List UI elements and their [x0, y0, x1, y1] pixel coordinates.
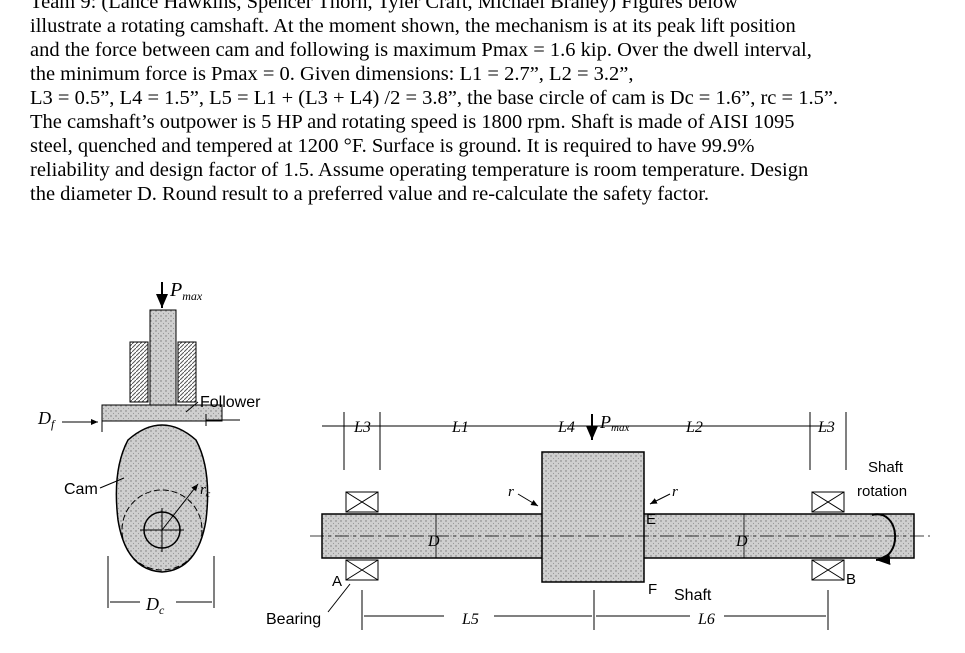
cam-base-circle	[121, 489, 203, 571]
text-line-1: Team 9: (Lance Hawkins, Spencer Thorn, T…	[30, 0, 738, 13]
cam-label: Cam	[64, 481, 98, 498]
text-line-3: and the force between cam and following …	[30, 39, 812, 61]
r-left-label: r	[508, 484, 514, 500]
df-label: Df	[37, 408, 56, 431]
rotation-arrow	[871, 513, 897, 565]
text-line-7: steel, quenched and tempered at 1200 °F.…	[30, 135, 755, 157]
text-line-5: L3 = 0.5”, L4 = 1.5”, L5 = L1 + (L3 + L4…	[30, 87, 839, 109]
text-line-6: The camshaft’s outpower is 5 HP and rota…	[30, 111, 795, 133]
cam-follower-drawing: Pmax Follower Df rc Cam Dc	[37, 279, 261, 617]
shaft-rotation-label-1: Shaft	[868, 459, 904, 476]
l4-label: L4	[557, 419, 575, 436]
text-line-2: illustrate a rotating camshaft. At the m…	[30, 15, 796, 37]
cam-body	[115, 424, 209, 573]
bearing-b	[811, 491, 845, 581]
pmax-label-left: Pmax	[169, 279, 203, 303]
bearing-label: Bearing	[266, 611, 321, 628]
l3-right-label: L3	[817, 419, 835, 436]
guide-right	[177, 341, 197, 403]
l5-label: L5	[461, 611, 479, 628]
follower-label: Follower	[200, 394, 261, 411]
l1-label: L1	[451, 419, 469, 436]
b-label: B	[846, 571, 856, 588]
pmax-label-right: Pmax	[599, 412, 629, 434]
l2-label: L2	[685, 419, 703, 436]
cam-section	[541, 451, 645, 583]
d-right-label: D	[735, 533, 748, 550]
shaft-drawing: L3 L1 L4 L2 L3 Pmax Shaft rotation	[266, 412, 930, 630]
r-right-label: r	[672, 484, 678, 500]
shaft-label: Shaft	[674, 587, 712, 604]
text-line-4: the minimum force is Pmax = 0. Given dim…	[30, 63, 634, 85]
l6-label: L6	[697, 611, 715, 628]
rc-radius-line	[161, 483, 199, 531]
guide-left	[129, 341, 149, 403]
shaft-rotation-label-2: rotation	[857, 483, 907, 500]
bearing-a	[345, 491, 379, 581]
e-label: E	[646, 511, 656, 528]
f-label: F	[648, 581, 657, 598]
text-line-9: the diameter D. Round result to a prefer…	[30, 183, 710, 205]
dc-label: Dc	[145, 594, 165, 617]
follower-stem	[149, 309, 177, 407]
rc-label: rc	[200, 482, 211, 500]
l3-left-label: L3	[353, 419, 371, 436]
d-left-label: D	[427, 533, 440, 550]
a-label: A	[332, 573, 342, 590]
problem-statement: Team 9: (Lance Hawkins, Spencer Thorn, T…	[30, 0, 960, 206]
text-line-8: reliability and design factor of 1.5. As…	[30, 159, 809, 181]
